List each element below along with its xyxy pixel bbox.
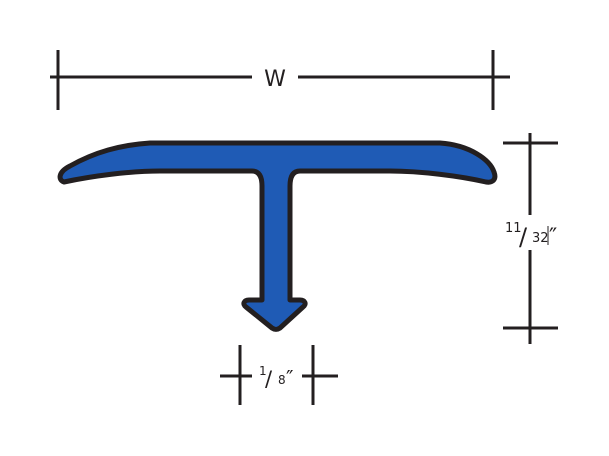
thickness-label: 1 / 8 ″ (259, 364, 293, 391)
width-label: W (264, 67, 286, 92)
thickness-dimension (220, 345, 338, 405)
height-dimension (503, 133, 558, 344)
thickness-denominator: 8 (278, 373, 286, 387)
height-unit: ″ (549, 225, 557, 250)
height-slash: / (519, 223, 528, 251)
height-label: 11 / 32 ″ (505, 221, 557, 251)
thickness-unit: ″ (286, 366, 293, 390)
height-denominator: 32 (532, 231, 549, 246)
thickness-slash: / (265, 367, 273, 391)
t-molding-profile (57, 140, 498, 332)
height-numerator: 11 (505, 221, 522, 236)
thickness-numerator: 1 (259, 364, 267, 378)
width-dimension (50, 50, 510, 110)
